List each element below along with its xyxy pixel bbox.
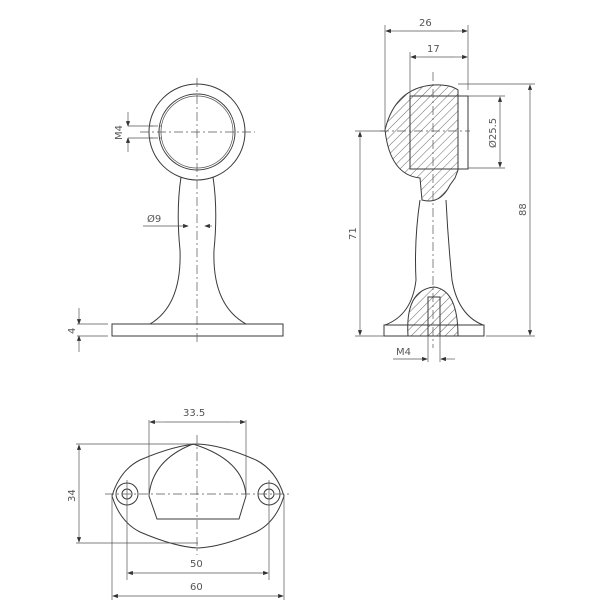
section-base-plate xyxy=(383,324,485,337)
dim-base-thread: M4 xyxy=(396,347,411,358)
head-section xyxy=(384,84,459,202)
socket-bore xyxy=(409,95,469,170)
front-view: M4 Ø9 4 xyxy=(67,78,284,352)
dim-stem-diameter: Ø9 xyxy=(147,213,161,225)
dim-base-thickness: 4 xyxy=(67,328,78,334)
dim-socket-diameter: Ø25.5 xyxy=(487,118,499,148)
dim-front-thread: M4 xyxy=(114,125,125,140)
section-view: 26 17 Ø25.5 71 88 M4 xyxy=(348,18,535,362)
stem-left xyxy=(149,176,182,325)
dim-base-length: 60 xyxy=(190,582,203,593)
stem-right xyxy=(212,176,247,325)
dim-hole-spacing: 50 xyxy=(190,559,203,570)
top-view: 33.5 34 50 60 xyxy=(67,408,290,600)
base-plate xyxy=(111,323,284,337)
dim-base-depth: 34 xyxy=(67,489,78,502)
dim-overall-depth: 26 xyxy=(419,18,432,29)
dim-socket-depth: 17 xyxy=(427,44,440,55)
socket-outline xyxy=(148,443,247,520)
dim-center-height: 71 xyxy=(348,227,359,240)
dim-overall-height: 88 xyxy=(518,203,529,216)
dim-socket-width: 33.5 xyxy=(183,408,205,419)
